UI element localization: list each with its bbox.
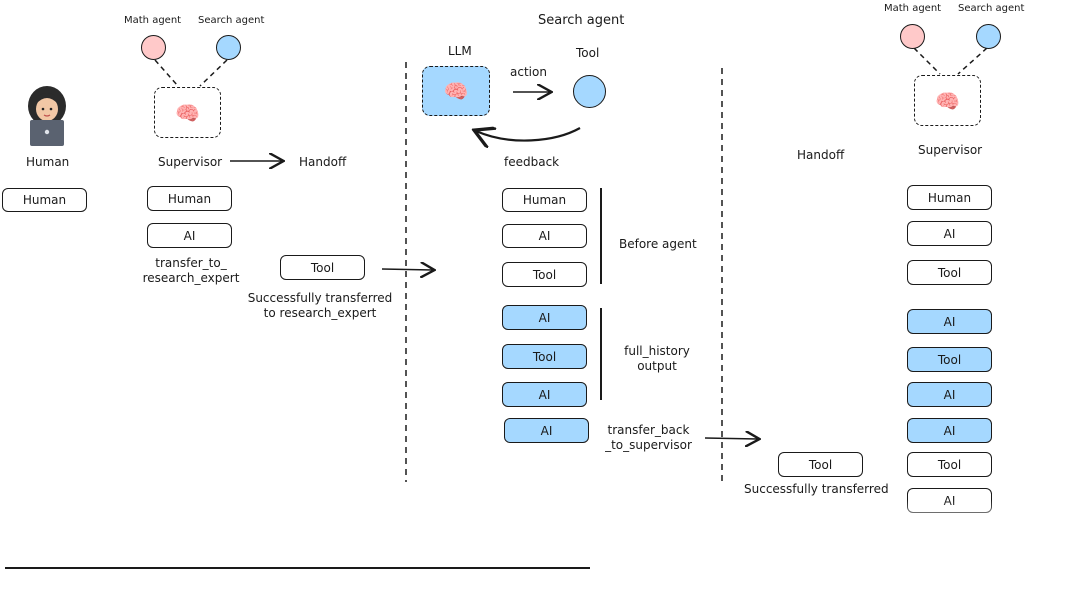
message-ai: AI — [907, 418, 992, 443]
message-human: Human — [2, 188, 87, 212]
brain-icon: 🧠 — [175, 100, 200, 125]
supervisor-label: Supervisor — [158, 155, 223, 169]
message-tool: Tool — [907, 260, 992, 285]
search-agent-node — [216, 35, 241, 60]
math-agent-node — [141, 35, 166, 60]
message-ai: AI — [907, 221, 992, 246]
supervisor-brain-node: 🧠 — [154, 87, 221, 138]
search-agent-label: Search agent — [958, 3, 1025, 14]
message-human: Human — [907, 185, 992, 210]
message-human: Human — [147, 186, 232, 211]
tool-node — [573, 75, 606, 108]
llm-brain-node: 🧠 — [422, 66, 490, 116]
supervisor-label: Supervisor — [918, 143, 983, 157]
message-ai: AI — [504, 418, 589, 443]
full-history-output-label: full_history output — [624, 344, 690, 373]
successfully-transferred-label: Successfully transferred — [744, 482, 889, 496]
message-tool: Tool — [502, 344, 587, 369]
search-agent-label: Search agent — [198, 15, 265, 26]
handoff-label: Handoff — [299, 155, 347, 169]
math-agent-node — [900, 24, 925, 49]
woman-with-laptop-icon — [28, 86, 66, 146]
connector-math-agent-2 — [913, 47, 941, 75]
successfully-transferred-label: Successfully transferred to research_exp… — [247, 291, 393, 320]
action-label: action — [510, 65, 547, 79]
transfer-back-to-supervisor-label: transfer_back _to_supervisor — [605, 423, 692, 452]
math-agent-label: Math agent — [124, 15, 182, 26]
arrow-transfer-back — [704, 438, 758, 439]
message-ai: AI — [147, 223, 232, 248]
before-agent-label: Before agent — [619, 237, 697, 251]
brain-icon: 🧠 — [443, 79, 469, 103]
message-tool: Tool — [907, 347, 992, 372]
tool-node-label: Tool — [576, 46, 600, 60]
message-ai: AI — [502, 224, 587, 248]
message-tool: Tool — [280, 255, 365, 280]
bottom-fade — [590, 500, 1080, 590]
handoff-label: Handoff — [797, 148, 845, 162]
connector-search-agent — [199, 59, 228, 87]
message-ai: AI — [907, 382, 992, 407]
message-human: Human — [502, 188, 587, 212]
feedback-label: feedback — [504, 155, 560, 169]
arrow-tool-search — [381, 269, 433, 270]
search-agent-title: Search agent — [538, 13, 625, 28]
message-tool: Tool — [907, 452, 992, 477]
message-ai: AI — [907, 309, 992, 334]
math-agent-label: Math agent — [884, 3, 942, 14]
human-column-label: Human — [26, 155, 70, 169]
transfer-to-research-expert-label: transfer_to_ research_expert — [142, 256, 240, 285]
human-avatar — [22, 84, 72, 148]
message-ai: AI — [502, 305, 587, 330]
message-tool: Tool — [502, 262, 587, 287]
connector-search-agent-2 — [957, 47, 988, 75]
connector-math-agent — [154, 59, 179, 87]
arrow-feedback — [476, 128, 581, 141]
search-agent-node — [976, 24, 1001, 49]
brain-icon: 🧠 — [935, 88, 960, 113]
message-ai: AI — [502, 382, 587, 407]
llm-label: LLM — [448, 44, 472, 58]
supervisor-brain-node: 🧠 — [914, 75, 981, 126]
message-tool: Tool — [778, 452, 863, 477]
